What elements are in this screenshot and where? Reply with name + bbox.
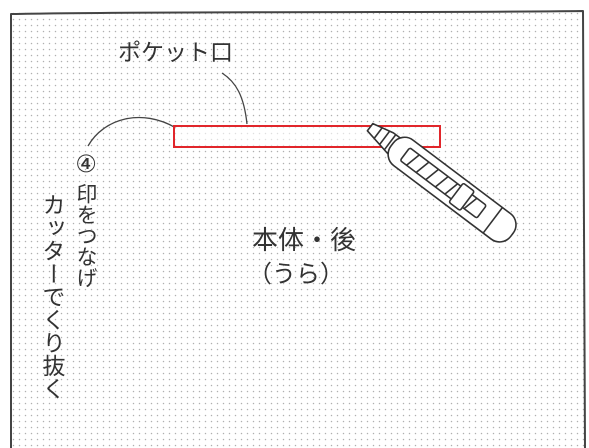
- step-number-marker: ④: [72, 150, 100, 178]
- pocket-label-leader-line: [221, 72, 248, 125]
- instruction-line-1: 印をつなげ: [74, 183, 98, 288]
- pocket-opening-label: ポケット口: [118, 40, 233, 66]
- body-back-reverse-label: （うら）: [248, 260, 344, 288]
- instruction-line-2: カッターでくり抜く: [38, 193, 64, 400]
- utility-knife-icon: [366, 122, 517, 243]
- body-back-label: 本体・後: [252, 226, 357, 256]
- instruction-leader-line: [87, 116, 177, 147]
